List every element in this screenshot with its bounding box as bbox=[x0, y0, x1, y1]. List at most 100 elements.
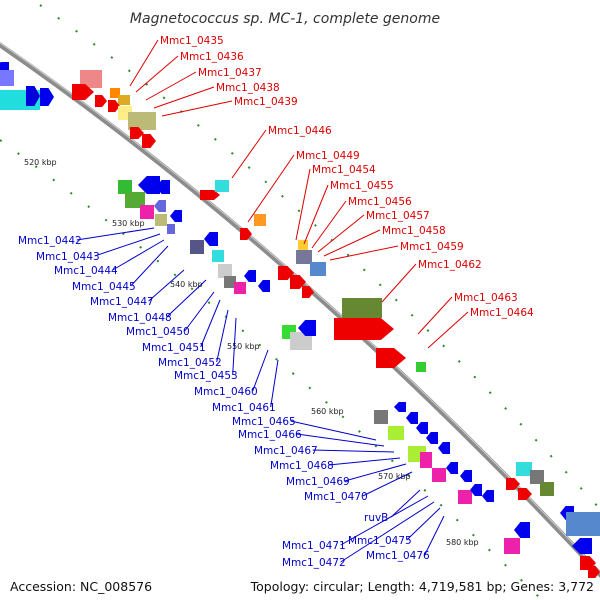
reverse-leader-line bbox=[340, 495, 429, 546]
forward-gene-label[interactable]: Mmc1_0464 bbox=[470, 307, 534, 319]
reverse-gene-label[interactable]: Mmc1_0465 bbox=[232, 416, 296, 428]
gene-block bbox=[296, 250, 312, 264]
reverse-leader-line bbox=[76, 227, 155, 241]
gene-arrow bbox=[130, 127, 144, 139]
forward-gene-label[interactable]: Mmc1_0458 bbox=[382, 225, 446, 237]
reverse-gene-label[interactable]: Mmc1_0466 bbox=[238, 429, 302, 441]
forward-gene-label[interactable]: Mmc1_0437 bbox=[198, 67, 262, 79]
reverse-gene-label[interactable]: Mmc1_0467 bbox=[254, 445, 318, 457]
forward-gene-label[interactable]: Mmc1_0454 bbox=[312, 164, 376, 176]
reverse-leader-line bbox=[344, 463, 407, 482]
reverse-gene-label[interactable]: Mmc1_0469 bbox=[286, 476, 350, 488]
reverse-gene-label[interactable]: Mmc1_0445 bbox=[72, 281, 136, 293]
reverse-gene-label[interactable]: Mmc1_0476 bbox=[366, 550, 430, 562]
gene-arrow bbox=[40, 88, 54, 106]
gene-block bbox=[540, 482, 554, 496]
reverse-gene-label[interactable]: Mmc1_0475 bbox=[348, 535, 412, 547]
reverse-gene-label[interactable]: Mmc1_0444 bbox=[54, 265, 118, 277]
forward-leader-line bbox=[311, 200, 347, 249]
reverse-gene-label[interactable]: Mmc1_0460 bbox=[194, 386, 258, 398]
gene-block bbox=[458, 490, 472, 504]
reverse-leader-line bbox=[232, 317, 237, 376]
gene-arrow bbox=[298, 320, 316, 336]
gene-arrow bbox=[470, 484, 482, 496]
scale-tick-label: 530 kbp bbox=[112, 219, 145, 228]
topology-text: Topology: circular; Length: 4,719,581 bp… bbox=[250, 579, 594, 594]
forward-gene-label[interactable]: Mmc1_0435 bbox=[160, 35, 224, 47]
gene-block bbox=[224, 276, 236, 288]
forward-gene-label[interactable]: Mmc1_0462 bbox=[418, 259, 482, 271]
gene-arrow bbox=[514, 522, 530, 538]
reverse-gene-label[interactable]: Mmc1_0470 bbox=[304, 491, 368, 503]
scale-tick-label: 520 kbp bbox=[24, 158, 57, 167]
scale-tick-label: 540 kbp bbox=[170, 280, 203, 289]
forward-gene-label[interactable]: Mmc1_0439 bbox=[234, 96, 298, 108]
reverse-gene-label[interactable]: Mmc1_0471 bbox=[282, 540, 346, 552]
reverse-gene-label[interactable]: ruvB bbox=[364, 512, 388, 524]
gene-block bbox=[215, 180, 229, 192]
reverse-gene-label[interactable]: Mmc1_0450 bbox=[126, 326, 190, 338]
gene-arrow bbox=[376, 348, 406, 368]
gene-block bbox=[290, 332, 312, 350]
forward-gene-label[interactable]: Mmc1_0438 bbox=[216, 82, 280, 94]
gene-block bbox=[128, 112, 156, 130]
gene-arrow bbox=[108, 100, 120, 112]
gene-block bbox=[110, 88, 120, 98]
reverse-leader-line bbox=[328, 457, 401, 466]
reverse-gene-label[interactable]: Mmc1_0452 bbox=[158, 357, 222, 369]
reverse-gene-label[interactable]: Mmc1_0472 bbox=[282, 557, 346, 569]
reverse-leader-line bbox=[424, 515, 445, 556]
reverse-leader-line bbox=[148, 269, 185, 302]
gene-arrow bbox=[258, 280, 270, 292]
forward-leader-line bbox=[295, 168, 311, 241]
forward-gene-label[interactable]: Mmc1_0459 bbox=[400, 241, 464, 253]
gene-block bbox=[388, 426, 404, 440]
gene-block bbox=[80, 70, 102, 88]
reverse-leader-line bbox=[270, 359, 279, 408]
reverse-gene-label[interactable]: Mmc1_0453 bbox=[174, 370, 238, 382]
forward-leader-line bbox=[247, 154, 295, 223]
reverse-gene-label[interactable]: Mmc1_0451 bbox=[142, 342, 206, 354]
gene-block bbox=[504, 538, 520, 554]
reverse-gene-label[interactable]: Mmc1_0468 bbox=[270, 460, 334, 472]
reverse-gene-label[interactable]: Mmc1_0447 bbox=[90, 296, 154, 308]
gene-block bbox=[140, 205, 154, 219]
gene-arrow bbox=[406, 412, 418, 424]
reverse-leader-line bbox=[200, 299, 221, 348]
forward-leader-line bbox=[427, 311, 469, 349]
gene-block bbox=[218, 264, 232, 278]
forward-gene-label[interactable]: Mmc1_0456 bbox=[348, 196, 412, 208]
gene-arrow bbox=[154, 200, 166, 212]
reverse-leader-line bbox=[406, 507, 441, 541]
forward-gene-label[interactable]: Mmc1_0457 bbox=[366, 210, 430, 222]
gene-arrow bbox=[334, 318, 394, 340]
forward-gene-label[interactable]: Mmc1_0449 bbox=[296, 150, 360, 162]
gene-block bbox=[516, 462, 532, 476]
reverse-leader-line bbox=[94, 233, 161, 257]
reverse-gene-label[interactable]: Mmc1_0448 bbox=[108, 312, 172, 324]
reverse-leader-line bbox=[390, 489, 421, 518]
gene-arrow bbox=[142, 134, 156, 148]
gene-block bbox=[530, 470, 544, 484]
gene-block bbox=[566, 512, 600, 536]
gene-arrow bbox=[95, 95, 107, 107]
forward-gene-label[interactable]: Mmc1_0463 bbox=[454, 292, 518, 304]
gene-arrow bbox=[506, 478, 520, 490]
forward-gene-label[interactable]: Mmc1_0436 bbox=[180, 51, 244, 63]
scale-tick-label: 550 kbp bbox=[227, 342, 260, 351]
gene-arrow bbox=[244, 270, 256, 282]
forward-gene-label[interactable]: Mmc1_0455 bbox=[330, 180, 394, 192]
reverse-gene-label[interactable]: Mmc1_0461 bbox=[212, 402, 276, 414]
scale-tick-label: 570 kbp bbox=[378, 472, 411, 481]
forward-gene-label[interactable]: Mmc1_0446 bbox=[268, 125, 332, 137]
gene-arrow bbox=[482, 490, 494, 502]
reverse-gene-label[interactable]: Mmc1_0443 bbox=[36, 251, 100, 263]
gene-arrow bbox=[446, 462, 458, 474]
reverse-gene-label[interactable]: Mmc1_0442 bbox=[18, 235, 82, 247]
gene-arrow bbox=[588, 566, 600, 578]
scale-tick-label: 560 kbp bbox=[311, 407, 344, 416]
gene-block bbox=[420, 452, 432, 468]
gene-arrow bbox=[518, 488, 532, 500]
reverse-leader-line bbox=[112, 239, 165, 271]
